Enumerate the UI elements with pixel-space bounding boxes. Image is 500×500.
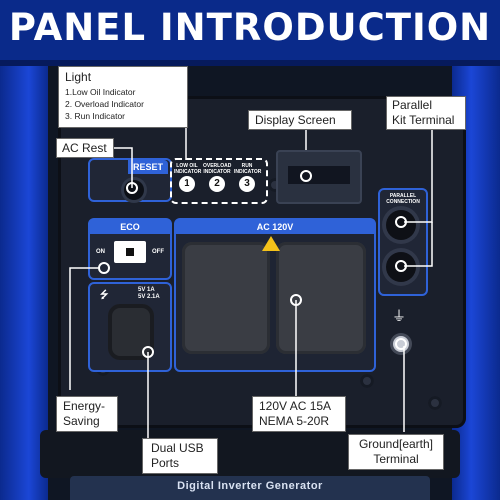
ground-callout: Ground[earth] Terminal [348,434,444,470]
eco-switch-rocker [126,248,134,256]
banner-shadow [0,60,500,66]
target-marker [180,177,192,189]
ac-label: AC 120V [176,220,374,234]
reset-label: RESET [128,160,168,174]
usb-rating-2: 5V 2.1A [138,294,160,300]
ground-symbol-icon: ⏚ [392,308,406,324]
screw [428,396,442,410]
light-callout-item: 2. Overload Indicator [65,99,144,109]
ac-rest-callout-text: AC Rest [62,141,107,155]
eco-label: ECO [90,220,170,234]
light-callout: Light 1.Low Oil Indicator 2. Overload In… [58,66,188,128]
indicator-lights-box [170,158,268,204]
target-marker [395,338,407,350]
usb-rating-1: 5V 1A [138,287,155,293]
energy-saving-callout-line: Energy- [63,399,106,413]
indicator-label: OVERLOAD INDICATOR [203,163,232,175]
display-screen-callout: Display Screen [248,110,352,130]
indicator-label: LOW OIL INDICATOR [174,163,202,175]
overload-indicator-light: 2 [209,176,225,192]
ac-outlet-callout-line: 120V AC 15A [259,399,332,413]
light-callout-item: 1.Low Oil Indicator [65,87,136,97]
warning-icon [262,236,280,251]
dual-usb-callout: Dual USB Ports [142,438,218,474]
target-marker [290,294,302,306]
parallel-kit-callout-line: Kit Terminal [392,113,455,127]
target-marker [300,170,312,182]
ac-rest-callout: AC Rest [56,138,114,158]
light-callout-item: 3. Run Indicator [65,111,126,121]
run-indicator-light: 3 [239,176,255,192]
eco-off-label: OFF [152,249,164,255]
light-callout-heading: Light [65,70,92,84]
ground-callout-line: Terminal [373,452,419,466]
target-marker [126,182,138,194]
parallel-kit-callout-line: Parallel [392,98,433,112]
energy-saving-callout: Energy- Saving [56,396,118,432]
parallel-kit-callout: Parallel Kit Terminal [386,96,466,130]
page-title: PANEL INTRODUCTION [8,6,492,49]
dual-usb-callout-line: Dual USB [151,441,204,455]
screw [360,374,374,388]
title-banner [0,0,500,60]
parallel-label: PARALLEL CONNECTION [386,193,420,205]
dual-usb-callout-line: Ports [151,456,180,470]
indicator-label: RUN INDICATOR [234,163,262,175]
model-strip-text: Digital Inverter Generator [177,480,323,492]
ac-outlet-callout-line: NEMA 5-20R [259,414,330,428]
display-screen [276,150,362,204]
target-marker [142,346,154,358]
target-marker [395,260,407,272]
eco-switch[interactable] [114,241,146,263]
eco-on-label: ON [96,249,105,255]
energy-saving-callout-line: Saving [63,414,100,428]
ground-callout-line: Ground[earth] [358,437,434,451]
ac-outlet-left[interactable] [182,242,270,354]
model-strip [70,476,430,500]
display-screen-callout-text: Display Screen [255,113,336,127]
ac-outlet-callout: 120V AC 15A NEMA 5-20R [252,396,346,432]
usb-icon: ⭍ [100,290,109,301]
generator-shell-left [0,66,48,500]
target-marker [98,262,110,274]
target-marker [395,216,407,228]
